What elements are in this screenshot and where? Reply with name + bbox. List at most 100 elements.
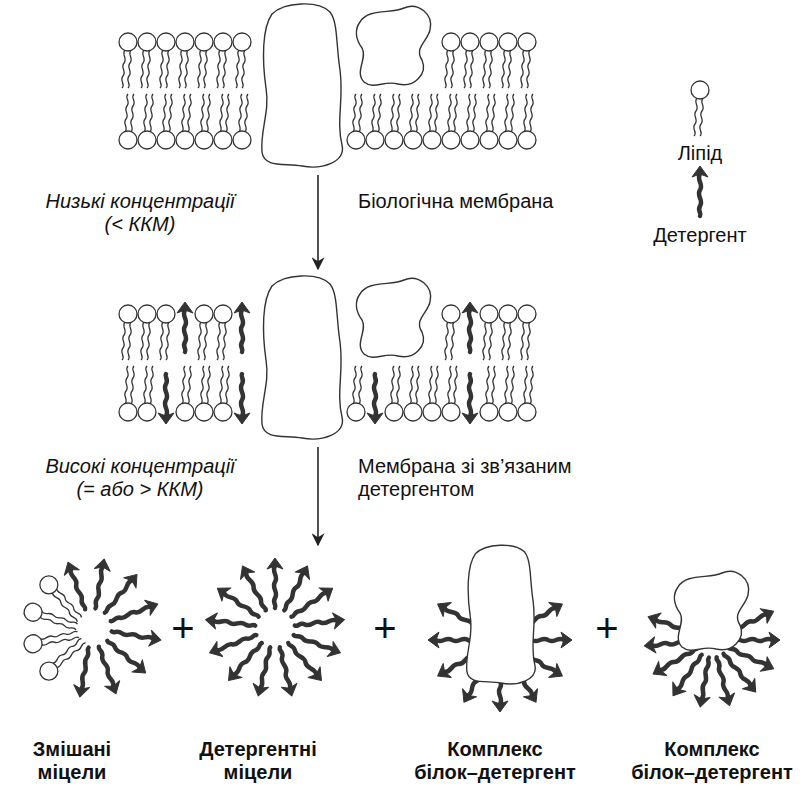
detergent-molecule (367, 374, 383, 424)
lipid-molecule (157, 305, 175, 360)
lipid-molecule (157, 94, 175, 149)
lipid-molecule (423, 94, 441, 149)
detergent-molecule (235, 562, 272, 614)
peripheral-protein (356, 278, 430, 357)
detergent-molecule (234, 302, 250, 352)
lipid-molecule (480, 305, 498, 360)
lipid-molecule (480, 366, 498, 421)
product-group: Змішані міцели (5, 548, 139, 790)
lipid-molecule (518, 305, 536, 360)
legend-text: Детергент (653, 224, 746, 247)
product-caption: Комплекс білок–детергент (414, 738, 577, 784)
lipid-molecule (233, 33, 251, 88)
lipid-molecule (214, 366, 232, 421)
stage-caption: Мембрана зі зв’язаним детергентом (358, 455, 588, 501)
lipid-molecule (138, 94, 156, 149)
legend-item: Детергент (653, 224, 746, 247)
lipid-molecule (157, 33, 175, 88)
plus-sign: + (373, 608, 396, 648)
label-holder: + (595, 608, 618, 648)
detergent-molecule (207, 628, 259, 661)
lipid-molecule (138, 305, 156, 360)
lipid-molecule (176, 94, 194, 149)
detergent-molecule (110, 624, 162, 648)
lipid-molecule (480, 33, 498, 88)
peripheral-protein (356, 6, 430, 85)
process-arrow (317, 447, 319, 545)
lipid-molecule (119, 366, 137, 421)
detergent-molecule (462, 302, 478, 352)
lipid-molecule (480, 94, 498, 149)
lipid-molecule (442, 94, 460, 149)
legend-item: Ліпід (678, 142, 723, 165)
detergent-molecule (91, 644, 123, 696)
detergent-molecule (108, 597, 160, 629)
lipid-molecule (423, 366, 441, 421)
lipid-molecule (36, 572, 88, 624)
lipid-molecule (176, 33, 194, 88)
lipid-molecule (347, 366, 365, 421)
lipid-molecule (499, 94, 517, 149)
edge-label-holder: Низькі концентрації (< ККМ) (45, 190, 235, 236)
lipid-molecule (499, 366, 517, 421)
condition-label: Високі концентрації (= або > ККМ) (45, 455, 236, 501)
lipid-molecule (138, 33, 156, 88)
lipid-molecule (404, 94, 422, 149)
lipid-molecule (214, 94, 232, 149)
lipid-molecule (195, 305, 213, 360)
lipid-molecule (119, 33, 137, 88)
lipid-molecule (119, 94, 137, 149)
detergent-molecule (88, 558, 112, 610)
lipid-molecule (347, 94, 365, 149)
lipid-molecule (138, 366, 156, 421)
detergent-molecule (287, 582, 337, 624)
product-group: Детергентні міцели (183, 548, 333, 790)
legend-text: Ліпід (678, 142, 723, 165)
lipid-molecule (214, 33, 232, 88)
condition-label: Низькі концентрації (< ККМ) (45, 190, 235, 236)
lipid-molecule (233, 94, 251, 149)
detergent-molecule (72, 646, 96, 698)
lipid-molecule (461, 94, 479, 149)
detergent-molecule (158, 374, 174, 424)
membrane-protein (262, 276, 343, 439)
lipid-molecule (119, 305, 137, 360)
product-group: Комплекс білок–детергент (622, 548, 802, 790)
detergent-molecule (234, 374, 250, 424)
lipid-molecule (214, 305, 232, 360)
lipid-molecule (499, 33, 517, 88)
complex-protein (674, 571, 748, 650)
detergent-molecule (272, 646, 300, 698)
stage-caption: Біологічна мембрана (358, 190, 553, 213)
molecules (22, 33, 780, 712)
detergent-molecule (462, 374, 478, 424)
proteins (262, 4, 749, 684)
lipid-molecule (518, 94, 536, 149)
process-arrow (317, 175, 319, 269)
lipid-molecule (518, 33, 536, 88)
lipid-molecule (366, 94, 384, 149)
lipid-molecule (195, 366, 213, 421)
edge-label-holder: Високі концентрації (= або > ККМ) (45, 455, 236, 501)
plus-sign: + (171, 608, 194, 648)
detergent-icon (692, 166, 708, 216)
lipid-molecule (442, 366, 460, 421)
lipid-molecule (385, 94, 403, 149)
detergent-molecule (250, 646, 278, 698)
label-holder: + (171, 608, 194, 648)
lipid-molecule (442, 33, 460, 88)
lipid-molecule (461, 33, 479, 88)
lipid-molecule (404, 366, 422, 421)
membrane-protein (262, 4, 343, 167)
lipid-molecule (385, 366, 403, 421)
label-holder: + (373, 608, 396, 648)
lipid-molecule (176, 366, 194, 421)
product-group: Комплекс білок–детергент (400, 548, 590, 790)
lipid-icon (691, 81, 709, 136)
membrane-stage: Біологічна мембрана (115, 0, 550, 172)
detergent-molecule (177, 302, 193, 352)
lipid-molecule (195, 33, 213, 88)
